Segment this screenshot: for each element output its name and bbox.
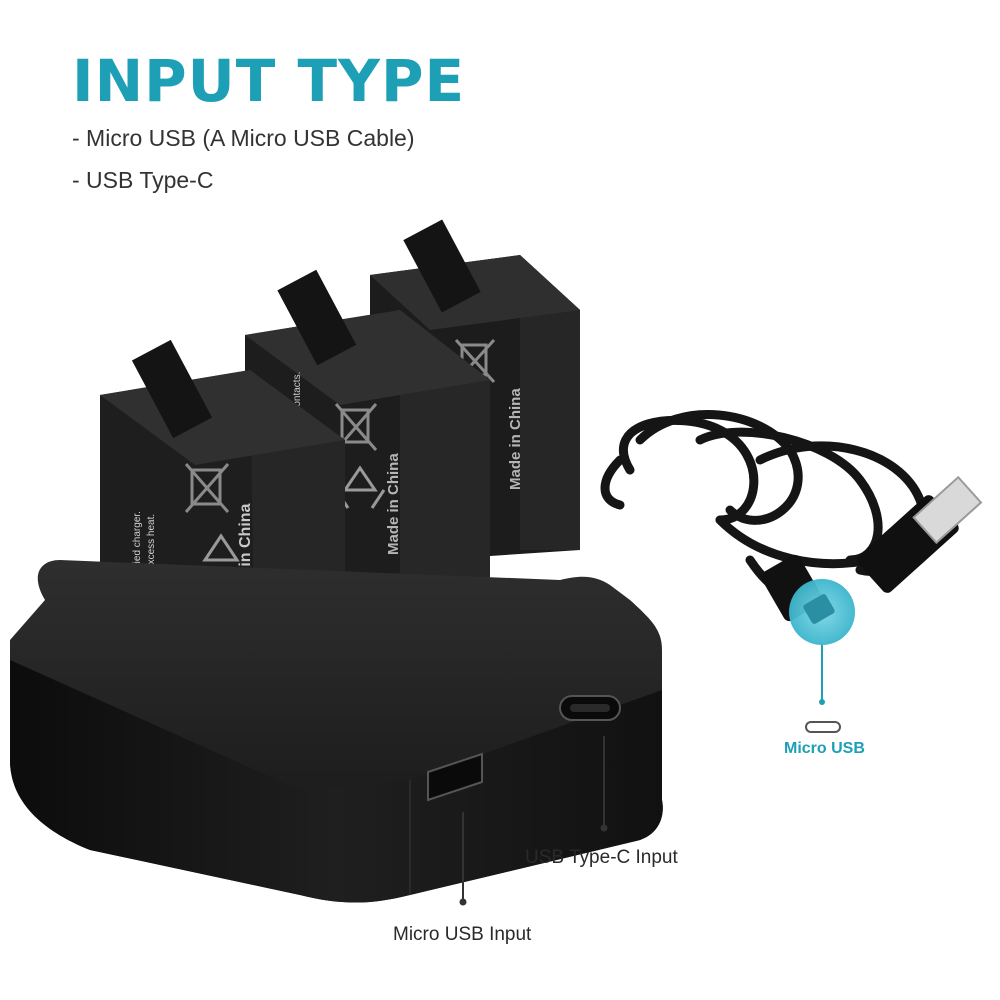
battery-back-made-in: Made in China — [507, 388, 524, 490]
cable-micro-usb-label: Micro USB — [784, 740, 865, 757]
recycle-icon-front — [202, 533, 240, 562]
battery-front-warning-2: ose to excess heat. — [146, 514, 157, 600]
spec-micro-usb: - Micro USB (A Micro USB Cable) — [72, 125, 415, 151]
micro-usb-cable-port-icon — [805, 721, 841, 733]
battery-middle-made-in: Made in China — [385, 453, 402, 555]
usb-a-plug — [857, 475, 983, 593]
crossed-bin-icon-front — [184, 463, 230, 513]
battery-middle-warning: cuit contacts. — [292, 372, 303, 430]
charger-base — [10, 560, 663, 903]
spec-usb-type-c: - USB Type-C — [72, 167, 214, 193]
typec-input-label: USB Type-C Input — [525, 847, 678, 868]
micro-usb-port-icon — [427, 752, 483, 802]
heading: INPUT TYPE — [72, 47, 466, 115]
micro-usb-input-label: Micro USB Input — [393, 924, 532, 945]
micro-usb-plug — [745, 554, 855, 645]
